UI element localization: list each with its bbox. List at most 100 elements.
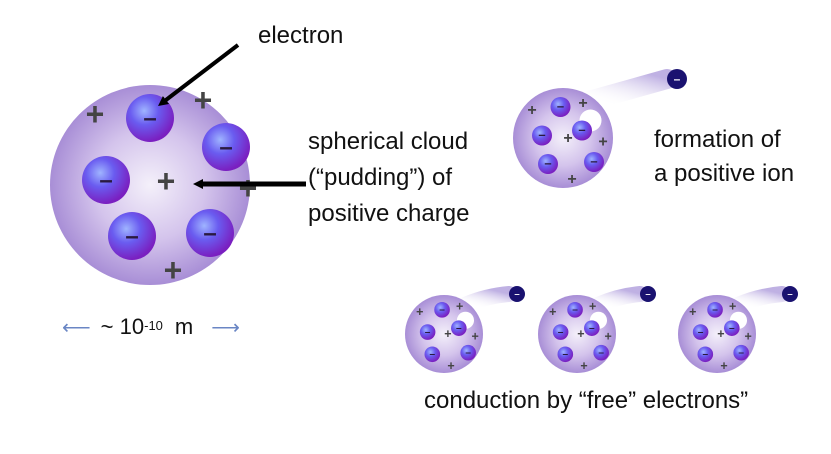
plus-sign: +: [194, 82, 213, 118]
electron: –: [733, 344, 749, 361]
motion-trail: [580, 69, 677, 111]
plus-sign: +: [689, 305, 696, 319]
electron: –: [550, 97, 571, 117]
electron: –: [434, 302, 450, 318]
plus-sign: +: [598, 134, 607, 151]
motion-trail: [590, 286, 648, 313]
plus-sign: +: [567, 171, 576, 188]
electron: –: [82, 156, 130, 204]
plus-sign: +: [527, 102, 536, 119]
electron: –: [724, 320, 740, 336]
plus-sign: +: [416, 305, 423, 319]
motion-trail: [457, 286, 517, 313]
free-electron: [782, 286, 798, 302]
minus-sign: –: [598, 347, 604, 358]
electron: –: [584, 320, 600, 336]
plus-sign: +: [447, 359, 454, 373]
plus-sign: +: [605, 330, 612, 344]
electron: –: [451, 320, 467, 336]
electron: –: [460, 344, 476, 361]
plus-sign: +: [239, 170, 258, 206]
scale-left-arrow: ⟵: [62, 316, 91, 339]
scale-unit: m: [174, 314, 194, 339]
cloud-label-line3: positive charge: [308, 200, 470, 227]
minus-sign: –: [99, 167, 112, 194]
minus-sign: –: [729, 323, 735, 334]
minus-sign: –: [589, 323, 595, 334]
minus-sign: –: [219, 134, 232, 161]
minus-sign: –: [578, 122, 585, 137]
plus-sign: +: [589, 300, 596, 314]
minus-sign: –: [572, 305, 578, 316]
free-electron: [667, 69, 687, 89]
electron: –: [572, 120, 592, 141]
minus-sign: –: [645, 289, 651, 300]
electron: –: [532, 125, 552, 146]
electron: –: [424, 346, 441, 363]
scale-exponent: -10: [144, 317, 163, 333]
minus-sign: –: [439, 305, 445, 316]
minus-sign: –: [738, 347, 744, 358]
minus-sign: –: [514, 289, 520, 300]
motion-trail: [730, 286, 790, 313]
plus-sign: +: [472, 330, 479, 344]
scale-indicator: ⟵ ~ 10 -10 m ⟶: [62, 314, 240, 340]
minus-sign: –: [562, 349, 568, 360]
conduction-label: conduction by “free” electrons”: [424, 387, 749, 414]
minus-sign: –: [698, 327, 704, 338]
minus-sign: –: [465, 347, 471, 358]
plus-sign: +: [729, 300, 736, 314]
plus-sign: +: [577, 327, 584, 341]
ion-label-line1: formation of: [654, 126, 781, 153]
electron: –: [697, 346, 714, 363]
plus-sign: +: [745, 330, 752, 344]
minus-sign: –: [787, 289, 793, 300]
plus-sign: +: [456, 300, 463, 314]
minus-sign: –: [558, 327, 564, 338]
minus-sign: –: [674, 72, 681, 86]
minus-sign: –: [143, 105, 156, 132]
main-atom: – – – – – + + + + +: [50, 82, 257, 288]
minus-sign: –: [712, 305, 718, 316]
electron: –: [584, 152, 604, 172]
electron: –: [707, 302, 723, 318]
conduction-atom-1: –––––+++++–: [405, 286, 525, 373]
minus-sign: –: [429, 349, 435, 360]
scale-prefix: ~ 10: [100, 314, 145, 339]
conduction-atom-2: –––––+++++–: [538, 286, 656, 373]
electron: –: [419, 324, 436, 340]
plus-sign: +: [717, 327, 724, 341]
free-electron: [509, 286, 525, 302]
electron-pointer-arrow: [158, 43, 240, 107]
free-electron: [640, 286, 656, 302]
electron: –: [108, 212, 156, 260]
plus-sign: +: [444, 327, 451, 341]
plus-sign: +: [86, 96, 105, 132]
minus-sign: –: [538, 127, 545, 142]
minus-sign: –: [702, 349, 708, 360]
cloud-label-line2: (“pudding”) of: [308, 164, 453, 191]
plus-sign: +: [563, 130, 572, 147]
electron: –: [538, 154, 558, 174]
cloud-label-line1: spherical cloud: [308, 128, 469, 155]
plus-sign: +: [578, 95, 587, 112]
minus-sign: –: [125, 223, 138, 250]
scale-right-arrow: ⟶: [211, 316, 240, 339]
electron: –: [202, 123, 250, 171]
plus-sign: +: [157, 163, 176, 199]
electron: –: [186, 209, 234, 257]
minus-sign: –: [557, 99, 564, 114]
minus-sign: –: [544, 156, 551, 171]
plus-sign: +: [580, 359, 587, 373]
plus-sign: +: [549, 305, 556, 319]
electron: –: [567, 302, 583, 318]
ion-atom: –––––+++++–: [513, 69, 687, 188]
minus-sign: –: [425, 327, 431, 338]
electron-label: electron: [258, 22, 344, 49]
electron: –: [692, 324, 709, 340]
electron: –: [557, 346, 574, 363]
conduction-atom-3: –––––+++++–: [678, 286, 798, 373]
electron: –: [552, 324, 569, 340]
electron: –: [593, 344, 609, 361]
